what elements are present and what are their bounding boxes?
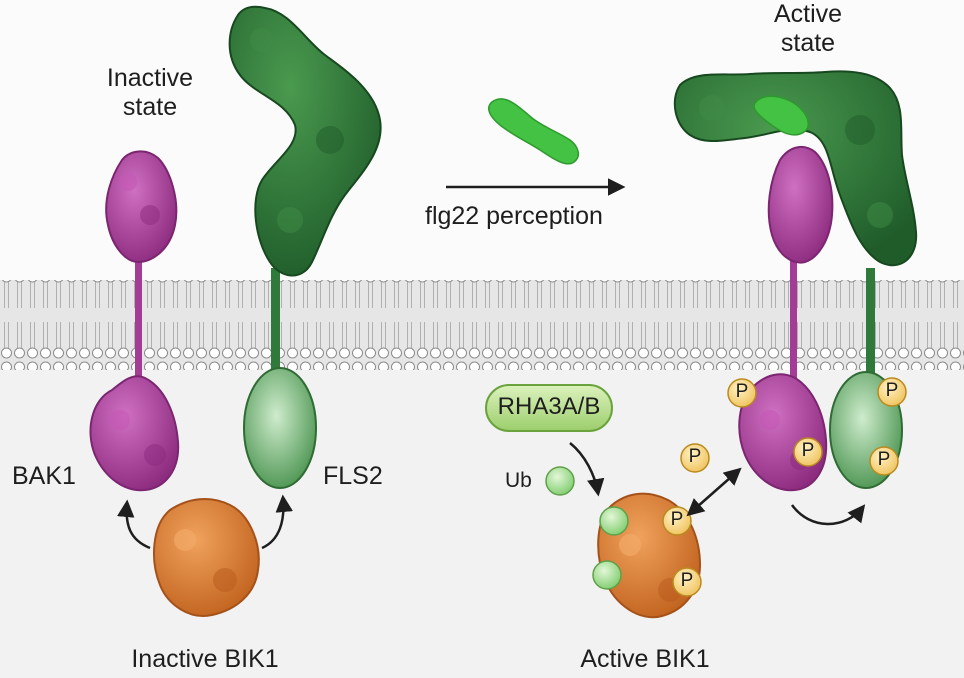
fls2-label: FLS2 xyxy=(323,462,383,490)
inactive-state-label: Inactive state xyxy=(107,64,193,122)
arrow-rha-to-bik1 xyxy=(569,442,605,497)
arrow-bik1-to-bak1 xyxy=(117,499,151,550)
phospho-label: P xyxy=(680,570,694,591)
arrow-bak1-to-fls2-transphos xyxy=(790,504,866,526)
bak1-label: BAK1 xyxy=(12,462,76,490)
active-state-line1: Active xyxy=(773,0,843,28)
flg22-peptide xyxy=(488,98,580,165)
inactive-state-line2: state xyxy=(122,92,178,121)
rha3ab-box xyxy=(485,384,613,432)
inactive-state-line1: Inactive xyxy=(106,64,194,92)
phospho-label: P xyxy=(688,446,702,467)
bak1-inactive xyxy=(89,150,180,492)
ub-label: Ub xyxy=(505,469,532,492)
rha3ab-label: RHA3A/B xyxy=(497,393,601,420)
phospho-marks xyxy=(662,377,907,597)
phospho-label: P xyxy=(801,440,815,461)
arrow-bik1-bak1-exchange xyxy=(686,467,742,517)
active-bik1-label: Active BIK1 xyxy=(580,645,710,673)
fls2-inactive xyxy=(228,5,382,489)
phospho-label: P xyxy=(735,381,749,402)
bik1-inactive xyxy=(153,498,260,617)
ub-on-bik1-1 xyxy=(599,506,629,536)
ub-on-bik1-2 xyxy=(592,560,622,590)
active-state-label: Active state xyxy=(774,0,842,58)
phospho-label: P xyxy=(877,449,891,470)
active-state-line2: state xyxy=(780,28,836,57)
perception-label: flg22 perception xyxy=(425,202,603,230)
inactive-bik1-label: Inactive BIK1 xyxy=(131,645,279,673)
phospho-label: P xyxy=(885,380,899,401)
arrow-bik1-to-fls2 xyxy=(261,494,293,550)
ub-free xyxy=(545,466,575,496)
plasma-membrane xyxy=(0,280,964,370)
phospho-label: P xyxy=(670,509,684,530)
